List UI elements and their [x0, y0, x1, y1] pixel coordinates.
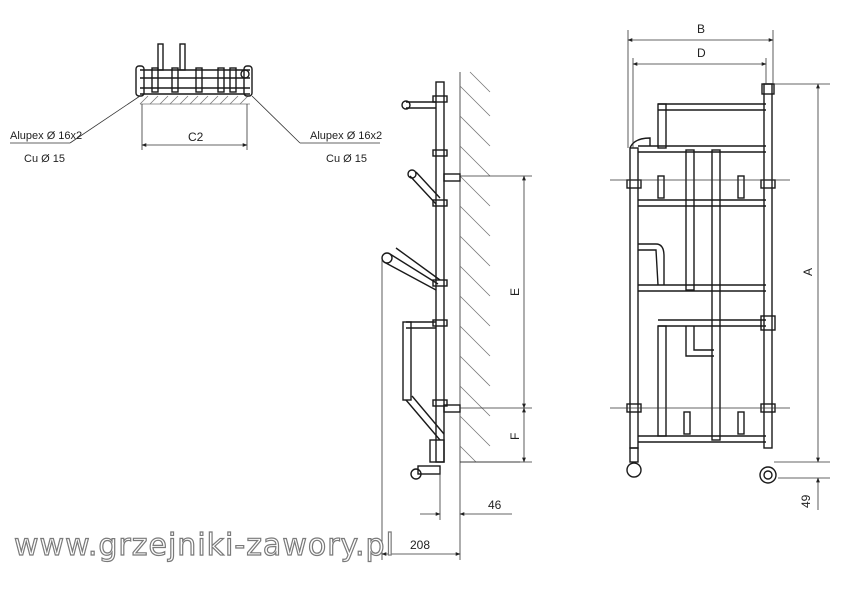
- side-view-radiator: [381, 81, 461, 480]
- front-view-radiator: [626, 83, 777, 484]
- dim-a-label: A: [801, 268, 815, 276]
- label-right-pipe-cu: Cu Ø 15: [326, 153, 367, 165]
- side-view-wall-hatch: [459, 71, 491, 463]
- dim-f-label: F: [508, 433, 522, 440]
- dim-b-label: B: [697, 22, 705, 36]
- dim-46-label: 46: [488, 498, 502, 512]
- dim-49-label: 49: [799, 494, 813, 508]
- side-view: E F 46 208: [381, 71, 532, 560]
- label-right-pipe-alupex: Alupex Ø 16x2: [310, 130, 382, 142]
- dim-d-label: D: [697, 46, 706, 60]
- top-view-radiator: [135, 43, 253, 97]
- dim-e-label: E: [508, 288, 522, 296]
- watermark-text: www.grzejniki-zawory.pl: [14, 528, 395, 563]
- label-left-pipe-alupex: Alupex Ø 16x2: [10, 130, 82, 142]
- top-view-hatch: [139, 95, 250, 105]
- top-view: Alupex Ø 16x2 Cu Ø 15 Alupex Ø 16x2 Cu Ø…: [10, 43, 382, 165]
- label-left-pipe-cu: Cu Ø 15: [24, 153, 65, 165]
- dim-c2-label: C2: [188, 130, 204, 144]
- dim-208-label: 208: [410, 538, 430, 552]
- front-view: B D A 49: [610, 22, 830, 510]
